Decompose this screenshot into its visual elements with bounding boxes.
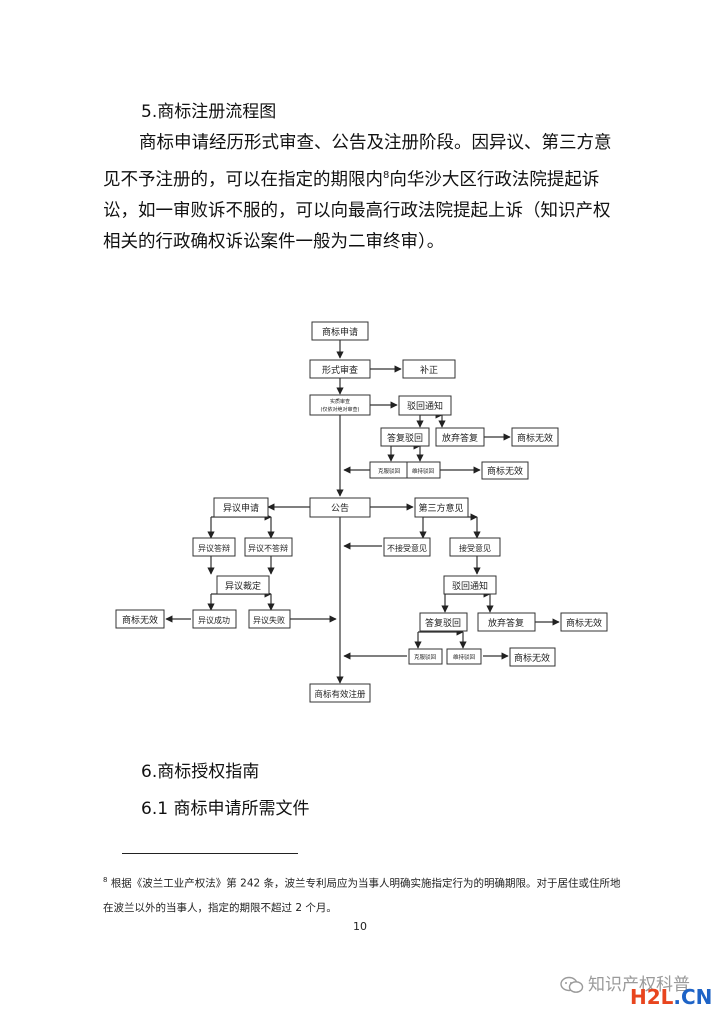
watermark: 知识产权科普 [560,970,690,995]
node-overcome-rejection-1: 克服驳回 [378,467,401,475]
footnote-separator [122,853,298,854]
node-third-party-opinion: 第三方意见 [418,502,463,514]
node-abandon-reply-1: 放弃答复 [442,432,478,444]
section-5-title: 5.商标注册流程图 [141,102,277,122]
trademark-flowchart: 商标申请 形式审查 补正 实质审查 (仅依对绝对审查) 驳回通知 答复驳回 放弃… [115,321,608,703]
node-valid-registration: 商标有效注册 [314,689,366,700]
section-5-paragraph: 商标申请经历形式审查、公告及注册阶段。因异议、第三方意见不予注册的，可以在指定的… [103,128,623,259]
node-rejection-notice-2: 驳回通知 [452,580,488,592]
node-opposition-success: 异议成功 [198,615,230,625]
flowchart-boxes [115,321,608,703]
node-opposition-defense: 异议答辩 [198,543,230,553]
footnote: 8 根据《波兰工业产权法》第 242 条，波兰专利局应为当事人明确实施指定行为的… [103,868,623,920]
node-invalid-3: 商标无效 [122,614,158,626]
node-apply: 商标申请 [322,326,358,338]
paragraph-text-part2: 向华沙大区行政法院提起诉讼，如一审败诉不服的，可以向最高行政法院提起上诉（知识产… [103,169,611,253]
node-maintain-rejection-1: 维持驳回 [412,467,435,475]
footnote-ref[interactable]: 8 [383,169,390,181]
section-6-1-title: 6.1 商标申请所需文件 [141,799,310,819]
node-invalid-5: 商标无效 [514,652,550,664]
node-substantive-exam-line1: 实质审查 [330,398,350,405]
node-overcome-rejection-2: 克服驳回 [414,653,437,661]
wechat-icon [560,976,584,993]
section-6-title: 6.商标授权指南 [141,762,260,782]
node-opposition-apply: 异议申请 [223,502,259,514]
node-invalid-1: 商标无效 [517,432,553,444]
h2l-logo: H2L.CN [630,985,712,1009]
node-publication: 公告 [331,502,349,514]
node-reply-rejection-1: 答复驳回 [387,432,423,444]
footnote-marker: 8 [103,876,108,884]
flowchart-labels: 商标申请 形式审查 补正 实质审查 (仅依对绝对审查) 驳回通知 答复驳回 放弃… [122,326,602,700]
page-number: 10 [353,920,367,933]
node-correction: 补正 [420,364,438,376]
node-rejection-notice-1: 驳回通知 [407,400,443,412]
paragraph-text-part1: 商标申请经历形式审查、公告及注册阶段。因异议、第三方意见不予注册的，可以在指定的… [103,133,612,190]
watermark-text: 知识产权科普 [588,975,690,995]
node-opposition-ruling: 异议裁定 [225,580,261,592]
node-substantive-exam-line2: (仅依对绝对审查) [321,406,360,413]
node-reply-rejection-2: 答复驳回 [425,617,461,629]
node-accept-opinion: 接受意见 [459,543,491,553]
h2l-logo-part1: H2L [630,985,674,1009]
node-invalid-4: 商标无效 [566,617,602,629]
node-formal-exam: 形式审查 [322,364,358,376]
node-maintain-rejection-2: 维持驳回 [453,653,476,661]
node-opposition-fail: 异议失败 [253,615,285,625]
h2l-logo-part2: .CN [673,985,713,1009]
node-opposition-no-defense: 异议不答辩 [248,543,288,553]
footnote-text: 根据《波兰工业产权法》第 242 条，波兰专利局应为当事人明确实施指定行为的明确… [103,877,621,914]
node-abandon-reply-2: 放弃答复 [488,617,524,629]
node-not-accept-opinion: 不接受意见 [387,543,427,553]
node-invalid-2: 商标无效 [487,465,523,477]
